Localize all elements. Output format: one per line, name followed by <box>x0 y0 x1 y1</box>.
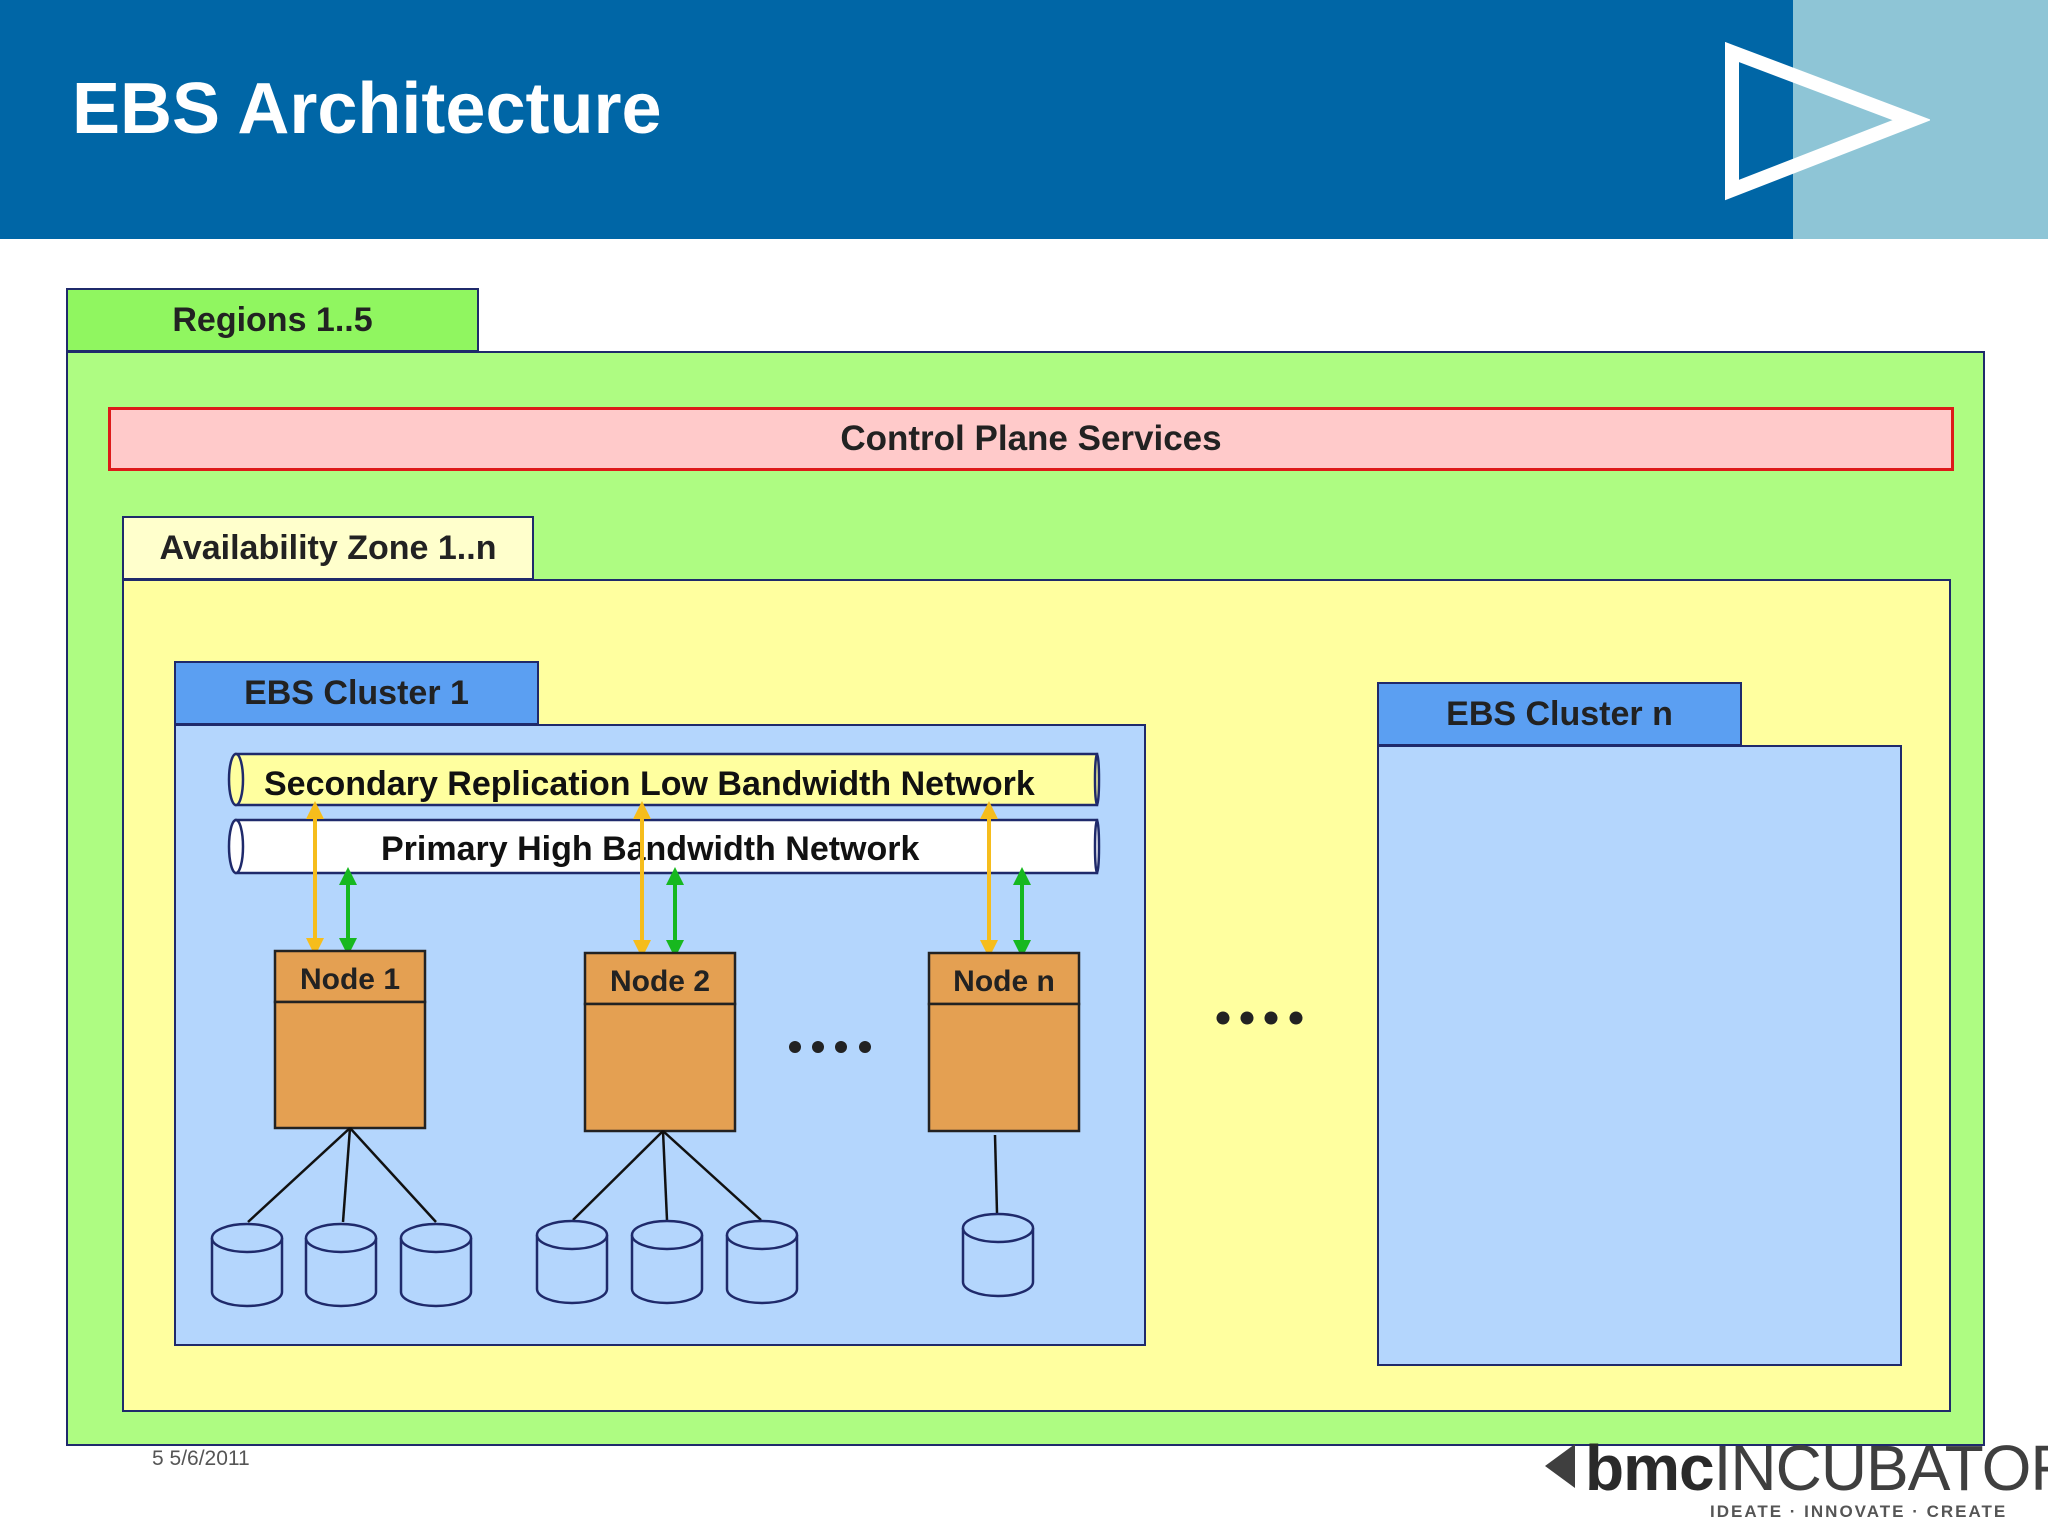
secondary-network-label: Secondary Replication Low Bandwidth Netw… <box>264 765 1035 803</box>
node-ellipsis <box>789 1041 871 1053</box>
node-1: Node 1 <box>273 949 427 1130</box>
node-2: Node 2 <box>583 951 737 1133</box>
node-1-volumes <box>210 1127 473 1308</box>
storage-volume-icon <box>535 1219 609 1305</box>
bmc-incubator-logo: bmcINCUBATOR IDEATE · INNOVATE · CREATE <box>1545 1436 2048 1536</box>
primary-network-pipe: Primary High Bandwidth Network <box>227 818 1101 875</box>
ebs-cluster-1-label: EBS Cluster 1 <box>174 661 539 725</box>
storage-volume-icon <box>210 1222 284 1308</box>
ebs-cluster-n-container <box>1377 745 1902 1366</box>
primary-network-label: Primary High Bandwidth Network <box>381 830 919 868</box>
storage-volume-icon <box>725 1219 799 1305</box>
node-2-label: Node 2 <box>610 965 710 998</box>
node-1-label: Node 1 <box>300 963 400 996</box>
storage-volume-icon <box>630 1219 704 1305</box>
secondary-network-pipe: Secondary Replication Low Bandwidth Netw… <box>227 752 1101 807</box>
logo-tagline: IDEATE · INNOVATE · CREATE <box>1710 1502 2008 1521</box>
page-title: EBS Architecture <box>72 69 662 149</box>
node-2-volumes <box>535 1130 799 1305</box>
storage-volume-icon <box>399 1222 473 1308</box>
node-n-volumes <box>961 1134 1035 1298</box>
storage-volume-icon <box>961 1212 1035 1298</box>
cluster-ellipsis <box>1216 1011 1303 1025</box>
node-n: Node n <box>927 951 1081 1133</box>
logo-brand: bmcINCUBATOR <box>1585 1432 2048 1504</box>
region-label: Regions 1..5 <box>66 288 479 352</box>
play-triangle-icon <box>1725 42 1930 201</box>
control-plane-services: Control Plane Services <box>108 407 1954 471</box>
availability-zone-label: Availability Zone 1..n <box>122 516 534 580</box>
node-n-label: Node n <box>953 965 1055 998</box>
slide-date: 5 5/6/2011 <box>152 1447 250 1470</box>
header-band <box>0 0 2048 239</box>
storage-volume-icon <box>304 1222 378 1308</box>
ebs-cluster-n-label: EBS Cluster n <box>1377 682 1742 746</box>
logo-arrow-icon <box>1545 1444 1575 1488</box>
